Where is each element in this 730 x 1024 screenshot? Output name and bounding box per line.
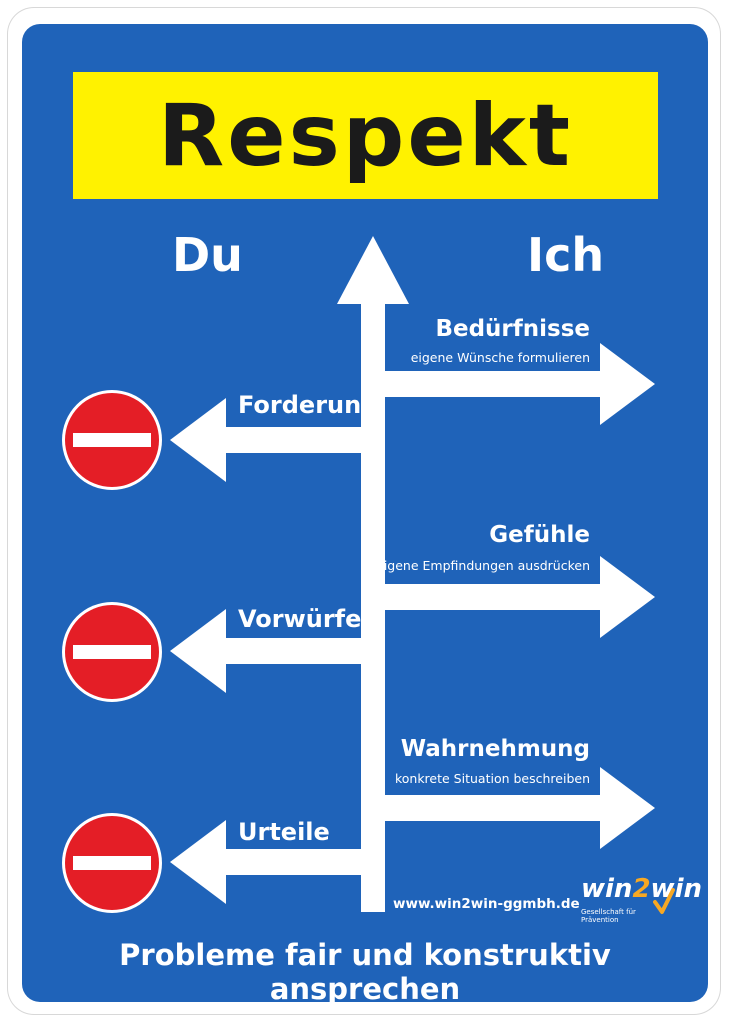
right-sub-wahrnehmung: konkrete Situation beschreiben [394,771,590,786]
arrow-left-icon [170,398,361,482]
left-label-vorwuerfe: Vorwürfe [238,605,362,633]
arrow-right-icon [385,556,655,638]
no-entry-sign-icon [65,393,159,487]
no-entry-sign-icon [65,816,159,910]
arrow-right-icon [385,343,655,425]
arrow-up-icon [337,236,409,912]
left-label-urteile: Urteile [238,818,330,846]
arrow-left-icon [170,820,361,904]
right-label-gefuehle: Gefühle [489,522,590,548]
logo-wordmark: win2win [581,874,702,904]
left-heading: Du [172,228,243,282]
win2win-logo: win2win Gesellschaft für Prävention [575,872,702,928]
checkmark-icon [653,888,675,914]
right-label-beduerfnisse: Bedürfnisse [435,316,590,342]
no-entry-sign-icon [65,605,159,699]
page-title: Respekt [158,85,573,186]
right-sub-beduerfnisse: eigene Wünsche formulieren [410,350,590,365]
website-url: www.win2win-ggmbh.de [393,896,580,912]
logo-tagline: Gesellschaft für Prävention [581,908,636,924]
left-label-forderung: Forderung [238,391,379,419]
arrow-left-icon [170,609,361,693]
right-label-wahrnehmung: Wahrnehmung [400,736,590,762]
right-heading: Ich [527,228,605,282]
bottom-slogan: Probleme fair und konstruktiv ansprechen [119,938,611,1006]
title-box: Respekt [73,72,658,199]
arrow-right-icon [385,767,655,849]
right-sub-gefuehle: eigene Empfindungen ausdrücken [376,558,590,573]
